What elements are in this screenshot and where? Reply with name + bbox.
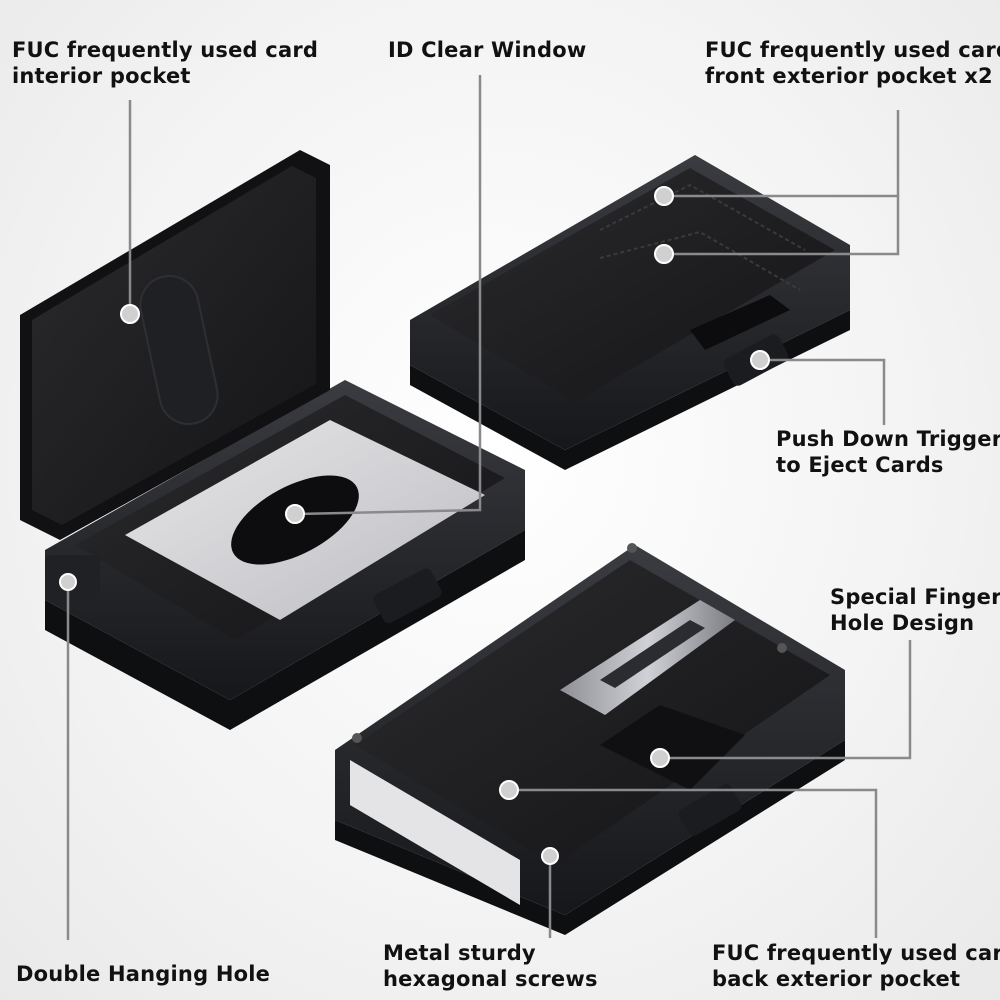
- callout-line-finger-hole: [660, 640, 912, 760]
- front-wallet-leather: [430, 168, 835, 402]
- back-wallet-frame-side: [335, 740, 845, 935]
- money-clip-slot: [600, 620, 705, 688]
- front-pocket-stitch-1: [599, 183, 806, 251]
- back-wallet-trigger: [678, 784, 742, 836]
- callout-line-back-pocket: [510, 788, 878, 938]
- finger-hole: [600, 705, 745, 790]
- back-wallet: [335, 543, 845, 935]
- callout-hanging-hole-line1: Double Hanging Hole: [16, 962, 271, 986]
- screw: [352, 733, 362, 743]
- callout-finger-hole-line2: Hole Design: [830, 611, 975, 635]
- callout-front-pocket: FUC frequently used card front exterior …: [705, 37, 1000, 89]
- callout-interior-pocket-line1: FUC frequently used card: [12, 38, 319, 62]
- open-wallet-trigger: [373, 568, 442, 624]
- callout-interior-pocket-line2: interior pocket: [12, 64, 191, 88]
- callout-line-trigger: [760, 358, 886, 425]
- callout-finger-hole-line1: Special Finger: [830, 585, 1000, 609]
- callout-back-pocket: FUC frequently used card back exterior p…: [712, 940, 1000, 992]
- callout-dot-hanging-hole: [59, 573, 77, 591]
- callout-screws-line1: Metal sturdy: [383, 941, 536, 965]
- callout-trigger-line1: Push Down Trigger: [776, 427, 1000, 451]
- callout-screws-line2: hexagonal screws: [383, 967, 598, 991]
- open-wallet: [20, 150, 525, 730]
- callout-dot-front-pocket-1: [654, 186, 674, 206]
- callout-interior-pocket: FUC frequently used card interior pocket: [12, 37, 318, 89]
- screw: [627, 543, 637, 553]
- callout-back-pocket-line1: FUC frequently used card: [712, 941, 1000, 965]
- callout-dot-trigger: [750, 350, 770, 370]
- callout-dot-front-pocket-2: [654, 244, 674, 264]
- callout-trigger-line2: to Eject Cards: [776, 453, 944, 477]
- front-pocket-slot: [690, 295, 790, 350]
- callout-dot-screws: [541, 847, 559, 865]
- front-wallet: [410, 155, 850, 470]
- callout-dots: [59, 186, 770, 865]
- callout-hanging-hole: Double Hanging Hole: [16, 961, 270, 987]
- callout-back-pocket-line2: back exterior pocket: [712, 967, 961, 991]
- callout-dot-back-pocket: [499, 780, 519, 800]
- callout-dot-finger-hole: [650, 748, 670, 768]
- callout-front-pocket-line2: front exterior pocket x2: [705, 64, 993, 88]
- callout-dot-interior-pocket: [120, 304, 140, 324]
- callout-finger-hole: Special Finger Hole Design: [830, 584, 1000, 636]
- callout-id-window: ID Clear Window: [388, 37, 586, 63]
- callout-line-front-pocket-2: [665, 196, 900, 256]
- front-wallet-frame-side: [410, 310, 850, 470]
- callout-line-id-window: [296, 75, 482, 516]
- open-wallet-frame-side: [45, 530, 525, 730]
- callout-front-pocket-line1: FUC frequently used card: [705, 38, 1000, 62]
- callout-id-window-line1: ID Clear Window: [388, 38, 587, 62]
- screw: [777, 643, 787, 653]
- card-stack: [350, 760, 520, 905]
- lid-grip-pad: [139, 275, 219, 425]
- callout-dot-id-window: [285, 504, 305, 524]
- callout-trigger: Push Down Trigger to Eject Cards: [776, 426, 1000, 478]
- callout-screws: Metal sturdy hexagonal screws: [383, 940, 598, 992]
- callout-lines: [66, 75, 912, 940]
